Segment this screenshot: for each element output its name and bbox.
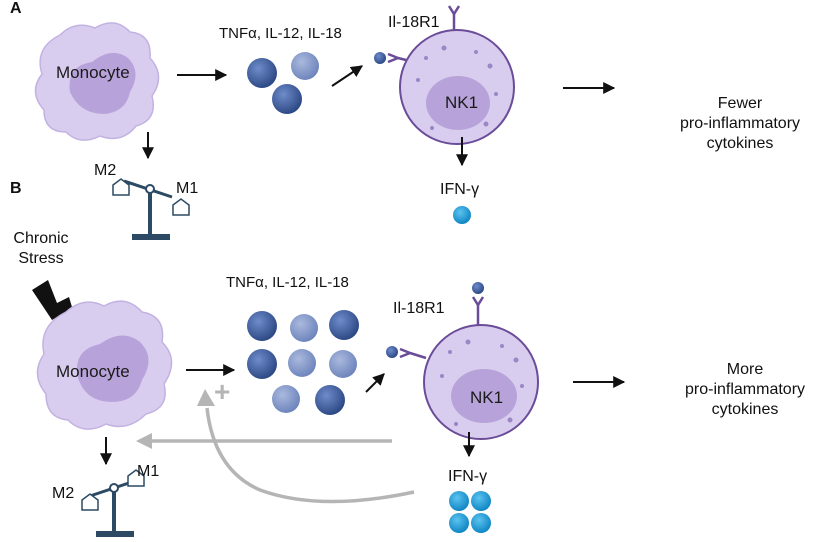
ifn-label-b: IFN-γ (448, 468, 488, 485)
outcome-b-line3: cytokines (711, 401, 779, 418)
monocyte-b (36, 300, 173, 430)
cytokines-label-a: TNFα, IL-12, IL-18 (219, 25, 342, 42)
stress-line1: Chronic (13, 230, 69, 247)
monocyte-a (34, 22, 160, 141)
monocyte-label-b: Monocyte (56, 362, 130, 381)
scale-a-left-label: M2 (94, 162, 117, 179)
receptor-b-top (471, 296, 485, 308)
receptor-b-left (399, 347, 414, 359)
outcome-a-line3: cytokines (706, 135, 774, 152)
scale-a (112, 178, 190, 240)
ifn-molecules-b (449, 491, 491, 533)
receptor-a-top (447, 5, 461, 17)
cytokine-cluster-a (247, 52, 319, 114)
feedback-plus: + (214, 376, 231, 407)
outcome-b-line1: More (726, 361, 764, 378)
arrow-b2 (365, 373, 385, 393)
scale-b (81, 469, 145, 537)
cytokines-label-b: TNFα, IL-12, IL-18 (226, 274, 349, 291)
stress-line2: Stress (18, 250, 64, 267)
receptor-a-left (387, 52, 402, 64)
outcome-b-line2: pro-inflammatory (684, 381, 806, 398)
feedback-arrow-curved (205, 407, 415, 504)
scale-b-right-label: M1 (137, 463, 160, 480)
outcome-a-line1: Fewer (717, 95, 763, 112)
bound-cytokine-b-top (472, 282, 484, 294)
ifn-label-a: IFN-γ (440, 181, 480, 198)
nk-label-a: NK1 (445, 93, 479, 112)
bound-cytokine-a (374, 52, 386, 64)
monocyte-label-a: Monocyte (56, 63, 130, 82)
lightning-bolt (32, 280, 83, 344)
receptor-label-a: Il-18R1 (388, 14, 440, 31)
nk-cell-b (423, 324, 539, 440)
panel-label-a: A (10, 0, 22, 17)
outcome-b: More pro-inflammatory cytokines (665, 360, 825, 420)
arrow-a2 (331, 65, 363, 87)
scale-b-left-label: M2 (52, 485, 75, 502)
ifn-molecule-a (453, 206, 471, 224)
stress-label: Chronic Stress (8, 229, 74, 269)
bound-cytokine-b (386, 346, 398, 358)
nk-label-b: NK1 (470, 388, 504, 407)
cytokine-cluster-b (247, 310, 359, 415)
panel-label-b: B (10, 180, 22, 197)
nk-cell-a (399, 29, 515, 145)
outcome-a-line2: pro-inflammatory (679, 115, 801, 132)
receptor-label-b: Il-18R1 (393, 300, 445, 317)
scale-a-right-label: M1 (176, 180, 199, 197)
outcome-a: Fewer pro-inflammatory cytokines (660, 94, 820, 154)
